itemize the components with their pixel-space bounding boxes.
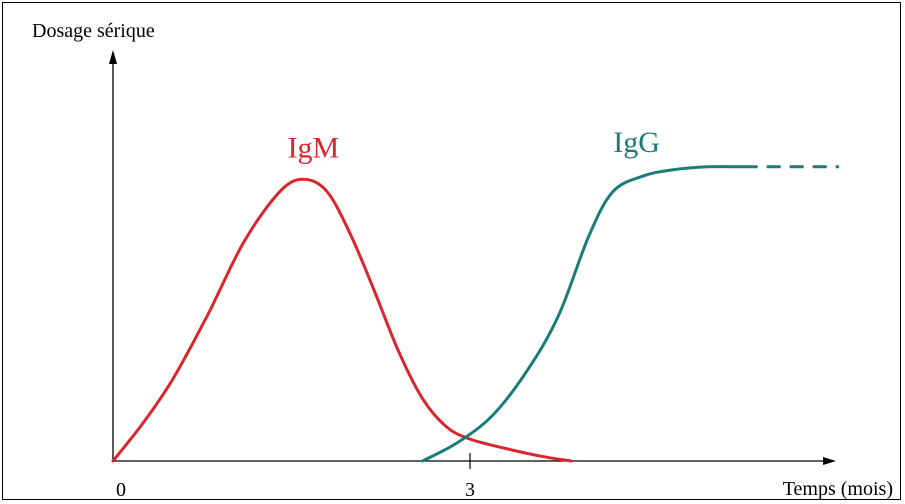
x-tick-label: 0 xyxy=(116,479,126,501)
x-axis-label: Temps (mois) xyxy=(783,478,893,500)
x-axis-arrow-icon xyxy=(823,457,836,465)
series-layer xyxy=(111,165,839,463)
series-label-igm: IgM xyxy=(288,131,340,164)
y-axis-arrow-icon xyxy=(109,50,117,64)
series-line-igg xyxy=(420,165,746,463)
series-label-igg: IgG xyxy=(613,126,660,159)
series-line-igm xyxy=(111,177,573,463)
y-axis-label: Dosage sérique xyxy=(32,20,155,42)
x-tick-label: 3 xyxy=(465,479,475,501)
chart-axes xyxy=(109,50,836,469)
